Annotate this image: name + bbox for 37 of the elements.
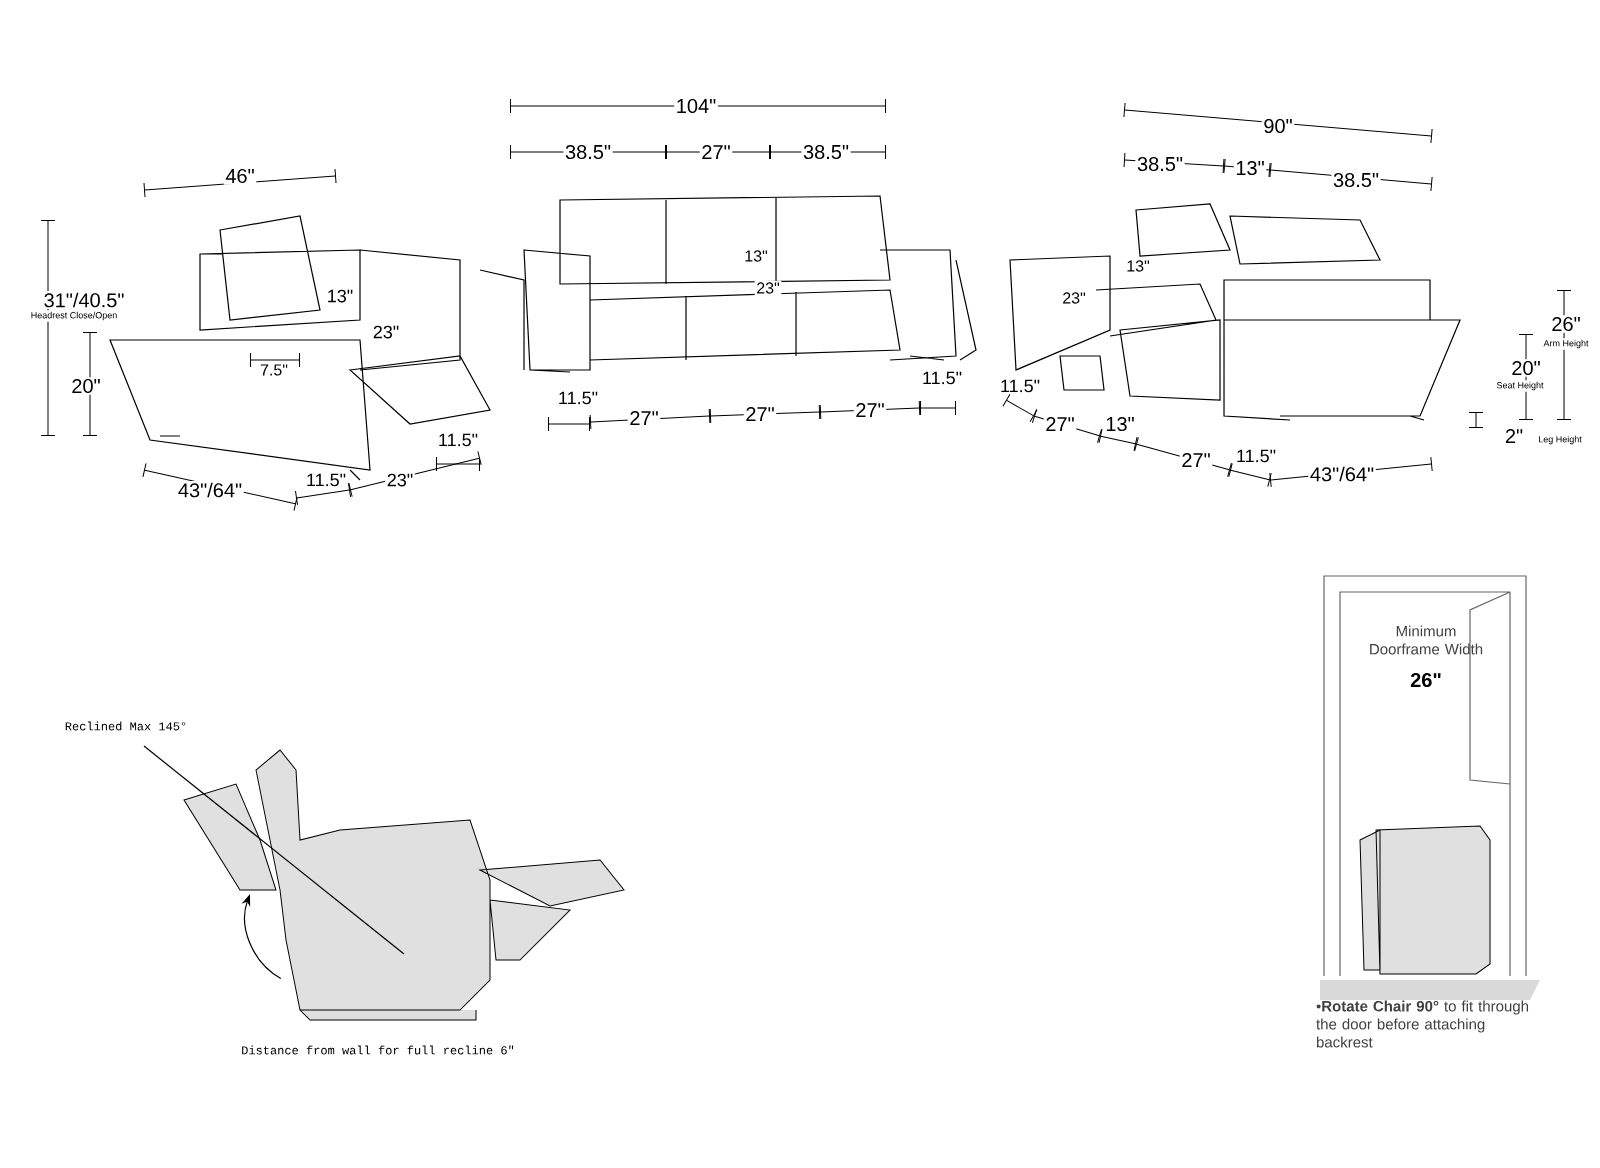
dimension-label: 23" <box>754 280 782 296</box>
dimension-label: 11.5" <box>920 370 964 386</box>
dimension-label: 90" <box>1261 117 1295 135</box>
dimension-label: 13" <box>1124 258 1152 274</box>
dimension-label: 7.5" <box>258 362 290 378</box>
dimension-label: 26" <box>1549 315 1583 333</box>
dimension-label: 23" <box>385 472 415 488</box>
dimension-label: 38.5" <box>801 143 851 161</box>
dimension-label: 2" <box>1503 427 1525 445</box>
dimension-label: 23" <box>1060 290 1088 306</box>
dimension-label: 11.5" <box>436 432 480 448</box>
dimension-label: 20" <box>69 377 103 395</box>
dimension-label: 20" <box>1509 359 1543 377</box>
dimension-label: 13" <box>742 248 770 264</box>
dimension-label: 27" <box>1043 415 1077 433</box>
dimension-label: 13" <box>1103 415 1137 433</box>
dimension-label: 104" <box>674 97 718 115</box>
dimension-label: 23" <box>371 324 401 340</box>
dimension-label: 43"/64" <box>176 481 244 499</box>
dimension-label: 26" <box>1408 671 1444 689</box>
dimension-label: 11.5" <box>998 378 1042 394</box>
dimension-label: 11.5" <box>1234 448 1278 464</box>
dimension-label: 27" <box>1179 451 1213 469</box>
dimension-label: 27" <box>627 409 661 427</box>
dimension-label: 38.5" <box>1135 155 1185 173</box>
dimension-label: 13" <box>1233 159 1267 177</box>
dimension-label: 13" <box>325 288 355 304</box>
dimension-label: 38.5" <box>563 143 613 161</box>
dimension-label: 38.5" <box>1331 171 1381 189</box>
dimension-label: 11.5" <box>556 390 600 406</box>
dimension-label: 31"/40.5" <box>41 291 127 309</box>
dimension-label: 11.5" <box>304 472 348 488</box>
dimension-label: 27" <box>743 405 777 423</box>
dimension-label: 43"/64" <box>1308 465 1376 483</box>
dimension-label: 27" <box>853 401 887 419</box>
dimension-label: 27" <box>699 143 733 161</box>
dimension-label: 46" <box>223 167 257 185</box>
